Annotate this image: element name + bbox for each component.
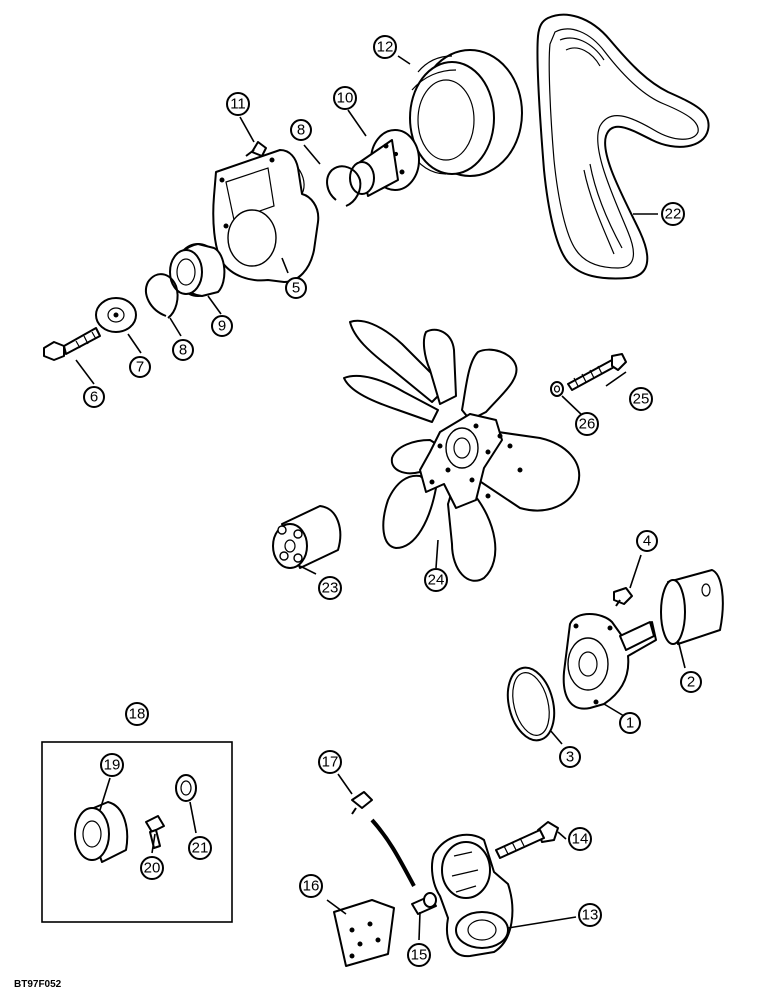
svg-text:10: 10 [337,90,354,107]
idler-pulley [74,801,129,863]
svg-text:19: 19 [104,757,121,774]
tensioner-bolt [351,791,373,815]
svg-text:1: 1 [626,715,634,732]
callout-8b: 8 [172,339,194,361]
callout-9: 9 [211,315,233,337]
callout-11: 11 [226,92,250,116]
svg-text:23: 23 [322,580,339,597]
idler-bolt [145,815,165,849]
svg-text:25: 25 [633,391,650,408]
callout-22: 22 [661,202,685,226]
svg-text:11: 11 [230,96,246,113]
fan-bolt [567,353,627,391]
callout-26: 26 [575,412,599,436]
tensioner [431,833,514,958]
callout-1: 1 [619,712,641,734]
callout-15: 15 [407,943,431,967]
water-pump [562,613,657,710]
pulley [409,49,523,177]
svg-text:7: 7 [136,359,144,376]
long-bolt [43,327,101,361]
drive-belt [536,13,710,280]
idler-bearing [169,243,226,297]
callout-13: 13 [578,903,602,927]
svg-text:4: 4 [643,533,651,550]
callout-20: 20 [140,856,164,880]
callout-19: 19 [100,753,124,777]
snap-ring [326,165,362,207]
tensioner-screw [411,892,437,915]
svg-text:14: 14 [572,831,589,848]
svg-text:24: 24 [428,572,445,589]
screw [613,587,633,607]
callout-21: 21 [188,836,212,860]
washer [95,297,137,333]
svg-text:17: 17 [322,754,339,771]
callout-25: 25 [629,387,653,411]
svg-text:13: 13 [582,907,599,924]
callout-3: 3 [559,746,581,768]
nut [550,381,564,397]
callout-10: 10 [333,86,357,110]
callout-2: 2 [680,671,702,693]
callout-14: 14 [568,827,592,851]
callout-24: 24 [424,568,448,592]
svg-text:2: 2 [687,674,695,691]
svg-text:6: 6 [90,389,98,406]
tensioner-pivot-bolt [495,821,559,859]
idler-washer [175,774,197,802]
svg-text:26: 26 [579,416,596,433]
callout-23: 23 [318,576,342,600]
svg-text:21: 21 [192,840,209,857]
svg-text:12: 12 [377,39,394,56]
idler-kit-box [41,741,233,923]
mounting-plate [333,899,395,967]
sleeve [660,569,724,645]
svg-text:15: 15 [411,947,428,964]
callout-5: 5 [285,277,307,299]
fan-spacer [272,505,342,569]
svg-text:20: 20 [144,860,161,877]
o-ring [506,666,556,742]
figure-code: BT97F052 [14,979,62,990]
fan [343,319,581,582]
bolt [245,141,267,157]
svg-text:16: 16 [303,878,320,895]
callout-16: 16 [299,874,323,898]
callout-4: 4 [636,530,658,552]
callout-18: 18 [125,702,149,726]
svg-text:18: 18 [129,706,146,723]
svg-text:9: 9 [218,318,226,335]
svg-text:3: 3 [566,749,574,766]
callout-7: 7 [129,356,151,378]
callout-8a: 8 [290,119,312,141]
callout-17: 17 [318,750,342,774]
snap-ring-lower [145,273,179,319]
callout-6: 6 [83,386,105,408]
svg-text:8: 8 [179,342,187,359]
svg-text:5: 5 [292,280,300,297]
bracket [212,149,320,283]
callout-12: 12 [373,35,397,59]
hub [349,129,420,197]
leader-lines [75,55,686,941]
svg-text:22: 22 [665,206,682,223]
svg-text:8: 8 [297,122,305,139]
